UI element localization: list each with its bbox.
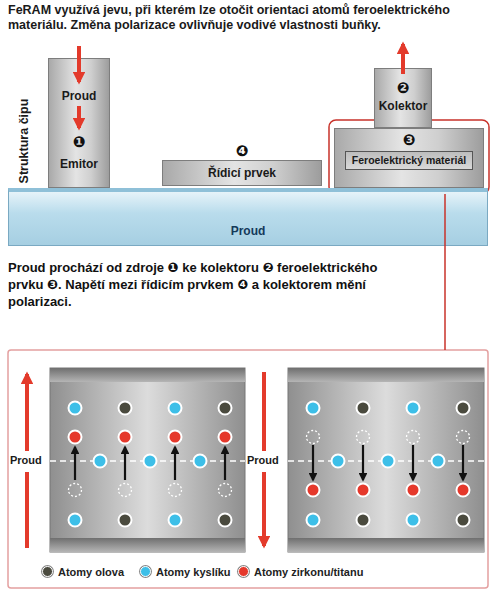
- vertical-label: Struktura čipu: [17, 91, 31, 191]
- title: FeRAM využívá jevu, při kterém lze otoči…: [8, 3, 490, 33]
- caption: Proud prochází od zdroje ❶ ke kolektoru …: [8, 259, 413, 310]
- atom-lattice: [69, 402, 470, 527]
- callout-number: ❹: [163, 142, 321, 160]
- node-label: Řídicí prvek: [163, 166, 321, 180]
- legend-swatch: [238, 566, 249, 577]
- polarization-panel: [50, 368, 245, 552]
- callout-number: ❸: [335, 131, 483, 149]
- legend-swatch: [140, 566, 151, 577]
- legend-text: Atomy zirkonu/titanu: [254, 565, 363, 579]
- collector-pillar: ❷ Kolektor: [374, 68, 433, 128]
- label-box: Feroelektrický materiál: [335, 151, 483, 170]
- detail-frame: [8, 350, 488, 588]
- node-label: Proud: [9, 224, 487, 238]
- legend-text: Atomy olova: [58, 565, 124, 579]
- node-label: Emitor: [49, 157, 109, 171]
- emitter-pillar: Proud ❶ Emitor: [48, 58, 110, 188]
- node-label: Feroelektrický materiál: [345, 151, 473, 170]
- node-label: Proud: [49, 89, 109, 103]
- legend-text: Atomy kyslíku: [156, 565, 231, 579]
- legend-swatch: [42, 566, 53, 577]
- highlight-outline: [329, 120, 489, 194]
- control-element: ❹Řídicí prvek: [162, 160, 322, 186]
- node-label: Kolektor: [375, 99, 432, 113]
- callout-number: ❷: [375, 79, 432, 97]
- callout-number: ❶: [49, 133, 109, 151]
- current-arrow: [27, 372, 264, 548]
- substrate-band: Proud: [8, 188, 488, 246]
- polarization-panel: [288, 368, 484, 552]
- ferroelectric-block: ❸ Feroelektrický materiál: [334, 128, 484, 188]
- current-label: Proud: [247, 454, 279, 466]
- current-label: Proud: [10, 454, 42, 466]
